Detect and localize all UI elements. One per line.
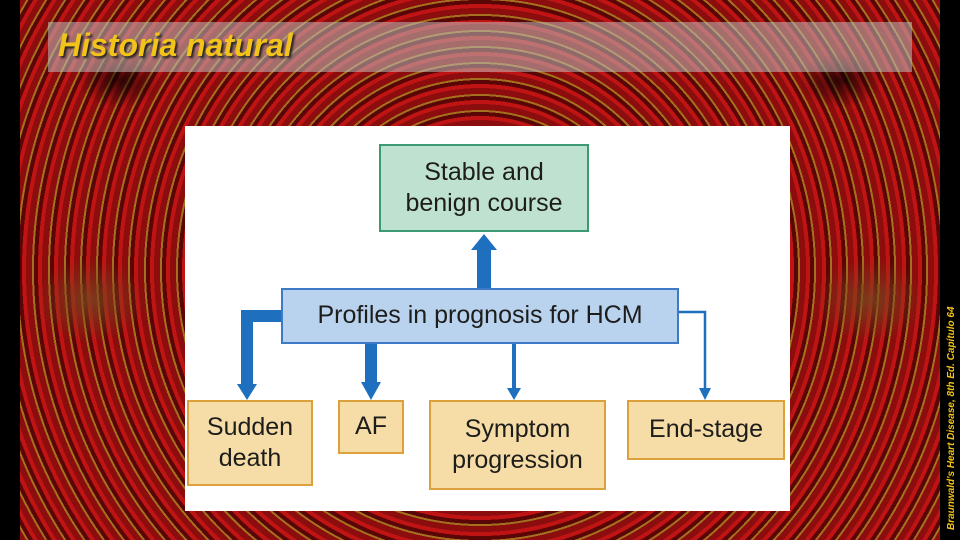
- prognosis-diagram: Stable and benign course Profiles in pro…: [185, 126, 790, 511]
- af-box: AF: [338, 400, 404, 454]
- sudden-death-box: Sudden death: [187, 400, 313, 486]
- title-bar: [48, 22, 912, 72]
- arrow-to-af: [361, 344, 381, 400]
- arrow-to-end-stage: [677, 310, 711, 400]
- arrow-to-stable: [471, 234, 497, 288]
- diagram-arrows: [237, 234, 711, 400]
- arrow-to-symptom-progression: [507, 344, 521, 400]
- citation-text: Braunwald's Heart Disease, 8th Ed. Capít…: [946, 306, 957, 530]
- symptom-progression-box: Symptom progression: [429, 400, 606, 490]
- end-stage-box: End-stage: [627, 400, 785, 460]
- citation: Braunwald's Heart Disease, 8th Ed. Capít…: [936, 240, 957, 530]
- slide-title: Historia natural: [58, 27, 293, 63]
- stable-course-box: Stable and benign course: [379, 144, 589, 232]
- hcm-profiles-box: Profiles in prognosis for HCM: [281, 288, 679, 344]
- arrow-to-sudden-death: [237, 310, 281, 400]
